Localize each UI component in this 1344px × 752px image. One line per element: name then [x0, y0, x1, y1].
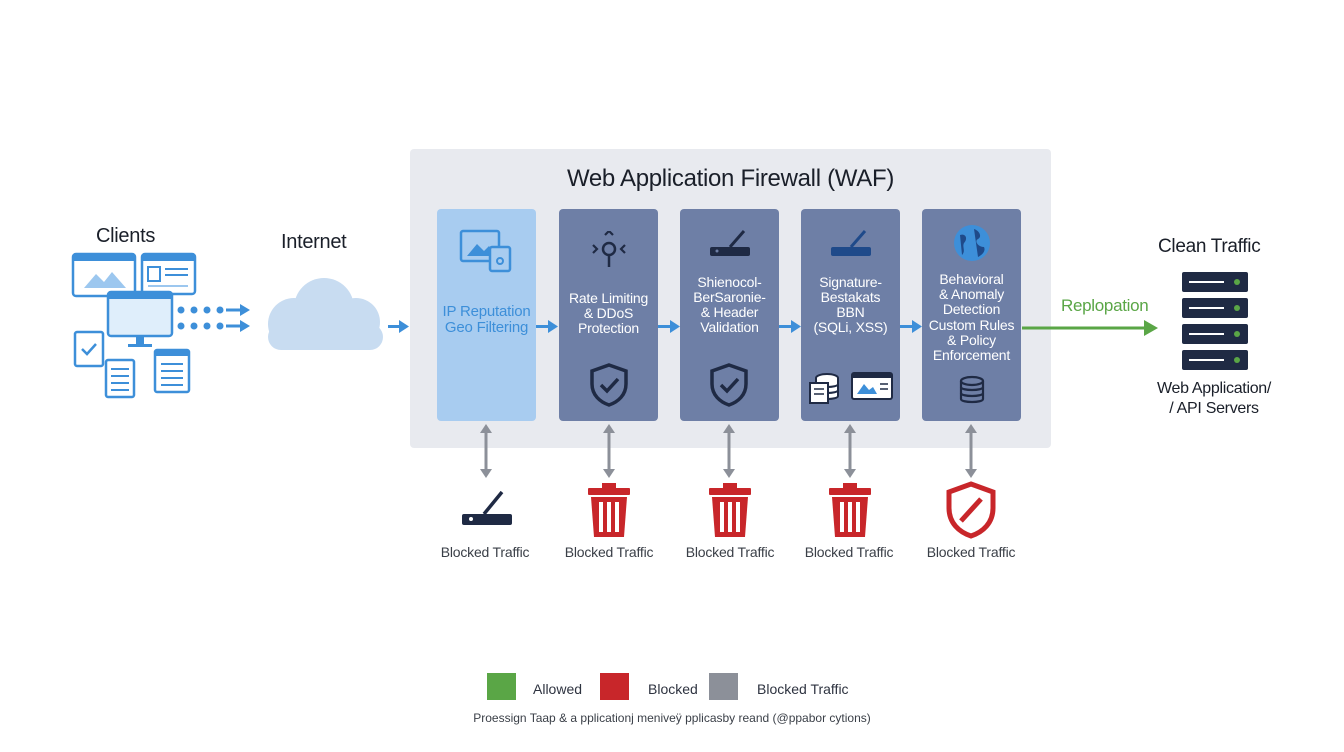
clients-to-internet-arrows [177, 304, 250, 332]
stage-label-line: & Header [700, 304, 759, 320]
waf-title: Web Application Firewall (WAF) [566, 165, 895, 192]
flow-arrow-icon [900, 320, 922, 333]
bidirectional-arrow-icon [844, 424, 856, 478]
stage-label-line: BerSaronie- [693, 289, 766, 305]
stage-signature-detection: Signature- Bestakats BBN (SQLi, XSS) [801, 209, 900, 421]
stage-label-line: & Policy [947, 332, 996, 348]
scanner-icon [462, 490, 512, 525]
bidirectional-arrow-icon [480, 424, 492, 478]
bidirectional-arrow-icon [723, 424, 735, 478]
scanner-icon [710, 230, 750, 256]
blocked-traffic-label: Blocked Traffic [440, 544, 530, 560]
stage-label-line: Geo Filtering [444, 319, 529, 336]
stage-behavioral-detection: Behavioral & Anomaly Detection Custom Ru… [922, 209, 1021, 421]
shield-blocked-icon [946, 481, 996, 539]
stage-label-line: Behavioral [939, 271, 1004, 287]
database-icon [959, 375, 985, 404]
legend-label-blocked: Blocked [648, 681, 698, 697]
stage-label-line: Detection [942, 301, 1001, 317]
flow-arrow-icon [658, 320, 680, 333]
blocked-traffic-label: Blocked Traffic [685, 544, 775, 560]
flow-arrow-icon [779, 320, 801, 333]
legend-swatch-blocked [600, 673, 629, 700]
stage-label-line: & Anomaly [938, 286, 1005, 302]
internet-label: Internet [281, 231, 347, 253]
clean-traffic-title: Clean Traffic [1158, 236, 1261, 257]
stage-label-line: Bestakats [820, 289, 881, 305]
network-node-icon [592, 231, 626, 267]
stage-label-line: Validation [700, 319, 759, 335]
stage-ip-reputation: IP Reputation Geo Filtering [437, 209, 536, 421]
stage-label-line: Rate Limiting [568, 290, 649, 306]
legend-label-allowed: Allowed [533, 681, 583, 697]
stage-label-line: BBN [836, 304, 865, 320]
bidirectional-arrow-icon [965, 424, 977, 478]
blocked-traffic-label: Blocked Traffic [926, 544, 1016, 560]
stage-label-line: Custom Rules [928, 317, 1015, 333]
replication-label: Replopation [1061, 296, 1149, 315]
footnote: Proessign Taap & a pplicationj meniveÿ p… [473, 711, 871, 725]
cloud-icon [268, 278, 383, 350]
trash-icon [709, 483, 751, 537]
bidirectional-arrow-icon [603, 424, 615, 478]
stage-label-line: Shienocol- [697, 274, 762, 290]
shield-check-icon [590, 363, 628, 407]
globe-icon [954, 225, 990, 261]
shield-check-icon [710, 363, 748, 407]
allowed-arrow-icon [1022, 320, 1158, 336]
database-and-browser-icon [809, 372, 893, 404]
stage-protocol-validation: Shienocol- BerSaronie- & Header Validati… [680, 209, 779, 421]
scanner-icon [831, 230, 871, 256]
blocked-traffic-label: Blocked Traffic [564, 544, 654, 560]
image-icon [459, 229, 512, 273]
flow-arrow-icon [388, 320, 409, 333]
trash-icon [829, 483, 871, 537]
legend-swatch-blocked-traffic [709, 673, 738, 700]
legend-swatch-allowed [487, 673, 516, 700]
stage-label-line: (SQLi, XSS) [813, 319, 888, 335]
stage-label-line: IP Reputation [442, 303, 531, 320]
flow-arrow-icon [536, 320, 558, 333]
stage-label-line: Protection [577, 320, 640, 336]
clients-icon [71, 252, 197, 399]
clients-label: Clients [96, 225, 156, 247]
stage-rate-limiting: Rate Limiting & DDoS Protection [559, 209, 658, 421]
stage-label-line: Enforcement [932, 347, 1011, 363]
server-label-line1: Web Application/ [1156, 380, 1272, 397]
legend-label-blocked-traffic: Blocked Traffic [757, 681, 849, 697]
blocked-traffic-label: Blocked Traffic [804, 544, 894, 560]
stage-label-line: & DDoS [583, 305, 634, 321]
server-label-line2: / API Servers [1169, 400, 1259, 417]
server-icon [1182, 272, 1248, 370]
stage-label-line: Signature- [819, 274, 882, 290]
trash-icon [588, 483, 630, 537]
